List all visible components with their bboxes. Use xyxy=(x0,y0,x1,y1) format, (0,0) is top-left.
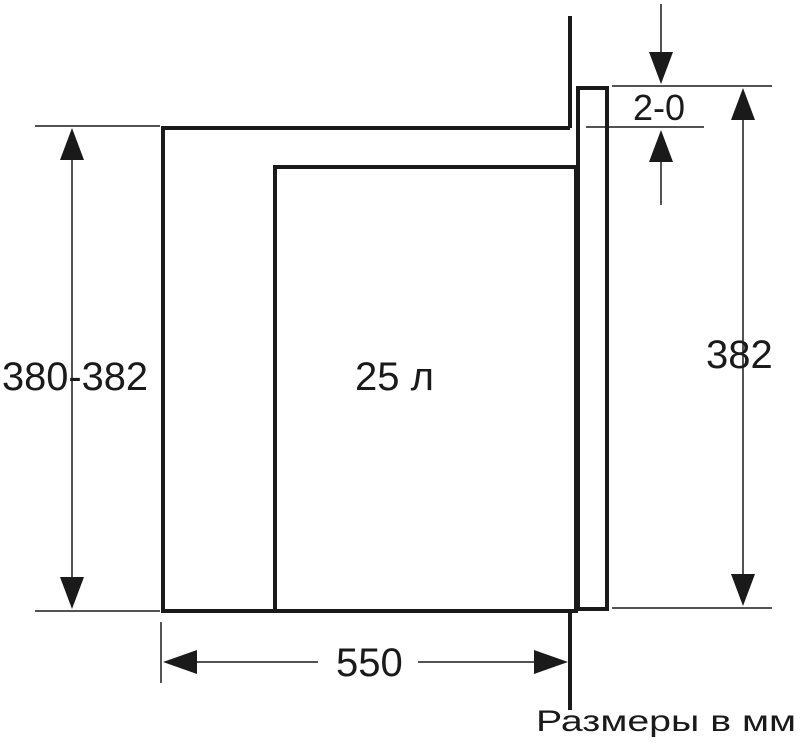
arrow-up-left xyxy=(60,128,84,160)
arrow-down-left xyxy=(60,577,84,609)
depth-label: 550 xyxy=(336,641,403,685)
arrow-up-gap xyxy=(649,130,673,162)
arrow-down-right xyxy=(731,574,755,606)
oven-front-panel xyxy=(576,86,609,611)
arrow-left-depth xyxy=(163,650,197,674)
gap-label: 2-0 xyxy=(633,87,685,128)
volume-label: 25 л xyxy=(355,355,434,399)
arrow-up-right xyxy=(731,88,755,120)
height-left-label: 380-382 xyxy=(2,355,148,399)
arrow-right-depth xyxy=(534,650,568,674)
arrow-down-gap xyxy=(649,52,673,84)
height-right-label: 382 xyxy=(706,333,773,377)
units-note: Размеры в мм xyxy=(536,705,796,738)
